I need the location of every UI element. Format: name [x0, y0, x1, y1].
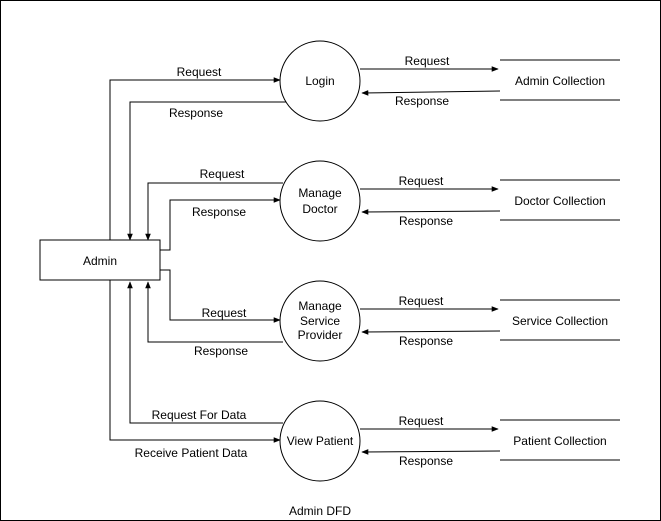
- store-admin-collection-label: Admin Collection: [515, 74, 605, 88]
- label-service-store-response: Response: [399, 334, 453, 348]
- process-manage-service-provider: [279, 280, 361, 362]
- store-service-collection-label: Service Collection: [512, 314, 608, 328]
- flow-login-store-response: [361, 90, 501, 96]
- label-admin-service-response: Response: [194, 344, 248, 358]
- flow-doctor-store-response: [361, 209, 501, 215]
- process-manage-doctor-label-line2: Doctor: [302, 202, 337, 216]
- store-doctor-collection: Doctor Collection: [500, 179, 620, 221]
- store-patient-collection-label: Patient Collection: [513, 434, 606, 448]
- flow-admin-service-request: [160, 269, 281, 323]
- flow-admin-login-request: [109, 77, 281, 242]
- label-doctor-store-request: Request: [399, 174, 444, 188]
- label-admin-login-response: Response: [169, 106, 223, 120]
- flow-admin-patient-receive: [109, 280, 281, 443]
- flow-admin-doctor-request: [145, 182, 283, 241]
- store-doctor-collection-label: Doctor Collection: [514, 194, 605, 208]
- process-manage-service-provider-label-line1: Manage: [298, 299, 342, 313]
- store-admin-collection: Admin Collection: [500, 59, 620, 101]
- process-view-patient: [279, 400, 361, 482]
- admin-entity-label: Admin: [83, 254, 117, 268]
- label-patient-store-request: Request: [399, 414, 444, 428]
- flow-admin-patient-request: [127, 281, 283, 424]
- store-patient-collection: Patient Collection: [500, 419, 620, 461]
- label-admin-patient-request: Request For Data: [152, 408, 247, 422]
- label-admin-doctor-response: Response: [192, 205, 246, 219]
- label-login-store-request: Request: [405, 54, 450, 68]
- label-patient-store-response: Response: [399, 454, 453, 468]
- admin-entity: [39, 239, 161, 281]
- label-admin-service-request: Request: [202, 306, 247, 320]
- diagram-caption: Admin DFD: [289, 504, 351, 518]
- flow-admin-doctor-response: [160, 197, 281, 251]
- process-login-label: Login: [305, 74, 334, 88]
- flow-patient-store-response: [361, 449, 501, 455]
- process-login: [279, 40, 361, 122]
- label-service-store-request: Request: [399, 294, 444, 308]
- flow-admin-login-response: [127, 101, 288, 241]
- process-view-patient-label: View Patient: [287, 434, 354, 448]
- process-manage-service-provider-label-line2: Service: [300, 314, 340, 328]
- process-manage-service-provider-label-line3: Provider: [298, 328, 343, 342]
- store-service-collection: Service Collection: [500, 299, 620, 341]
- label-admin-login-request: Request: [177, 65, 222, 79]
- label-login-store-response: Response: [395, 94, 449, 108]
- process-manage-doctor-label-line1: Manage: [298, 186, 342, 200]
- label-doctor-store-response: Response: [399, 214, 453, 228]
- process-manage-doctor: [279, 160, 361, 242]
- label-admin-doctor-request: Request: [200, 167, 245, 181]
- flow-service-store-response: [361, 329, 501, 335]
- flow-admin-service-response: [145, 281, 283, 343]
- label-admin-patient-receive: Receive Patient Data: [135, 446, 248, 460]
